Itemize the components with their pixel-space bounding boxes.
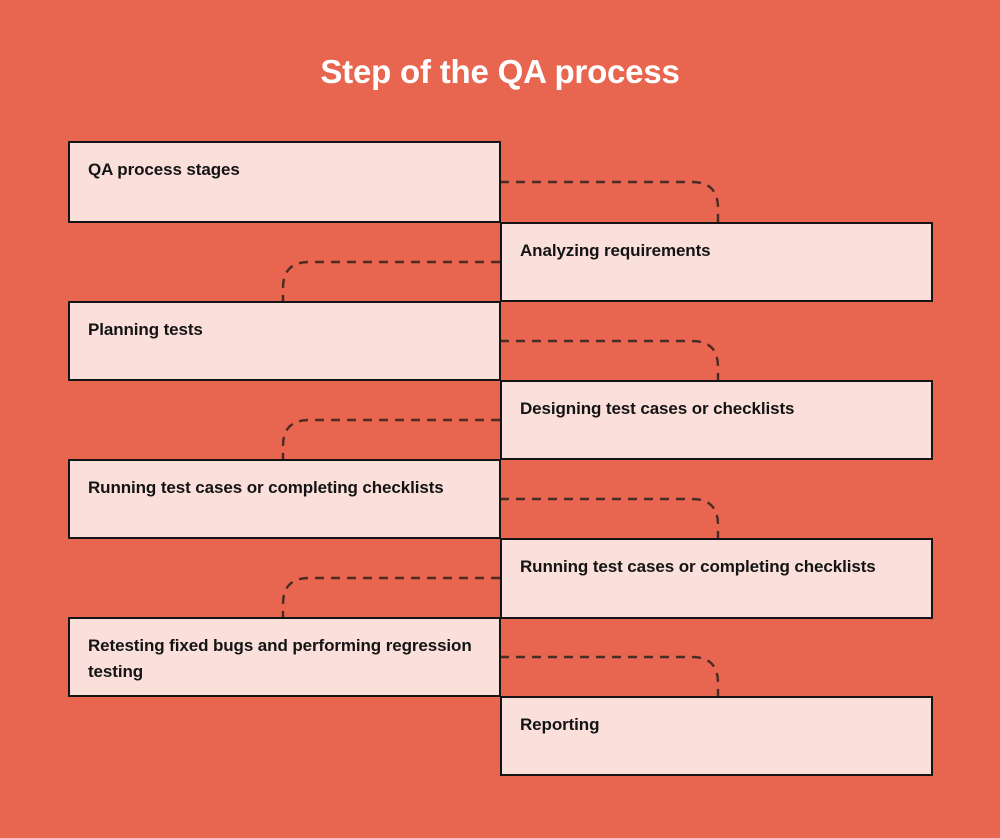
connector-1-2 (500, 180, 720, 223)
stage-label-2: Analyzing requirements (520, 241, 711, 260)
stage-box-5[interactable]: Running test cases or completing checkli… (68, 459, 501, 539)
stage-label-6: Running test cases or completing checkli… (520, 557, 876, 576)
connector-2-3 (281, 260, 500, 302)
page-title: Step of the QA process (320, 53, 680, 90)
connector-4-5 (281, 418, 500, 460)
stage-label-3: Planning tests (88, 320, 203, 339)
connector-6-7 (281, 576, 500, 618)
stage-label-5: Running test cases or completing checkli… (88, 478, 444, 497)
stage-box-8[interactable]: Reporting (500, 696, 933, 776)
connector-7-8 (500, 655, 720, 697)
stage-box-4[interactable]: Designing test cases or checklists (500, 380, 933, 460)
stage-label-7: Retesting fixed bugs and performing regr… (88, 636, 472, 681)
connector-3-4 (500, 339, 720, 381)
stage-box-7[interactable]: Retesting fixed bugs and performing regr… (68, 617, 501, 697)
stage-label-1: QA process stages (88, 160, 240, 179)
connector-5-6 (500, 497, 720, 539)
stage-label-8: Reporting (520, 715, 600, 734)
stage-box-3[interactable]: Planning tests (68, 301, 501, 381)
stage-box-6[interactable]: Running test cases or completing checkli… (500, 538, 933, 619)
stage-label-4: Designing test cases or checklists (520, 399, 795, 418)
stage-box-1[interactable]: QA process stages (68, 141, 501, 223)
stage-box-2[interactable]: Analyzing requirements (500, 222, 933, 302)
